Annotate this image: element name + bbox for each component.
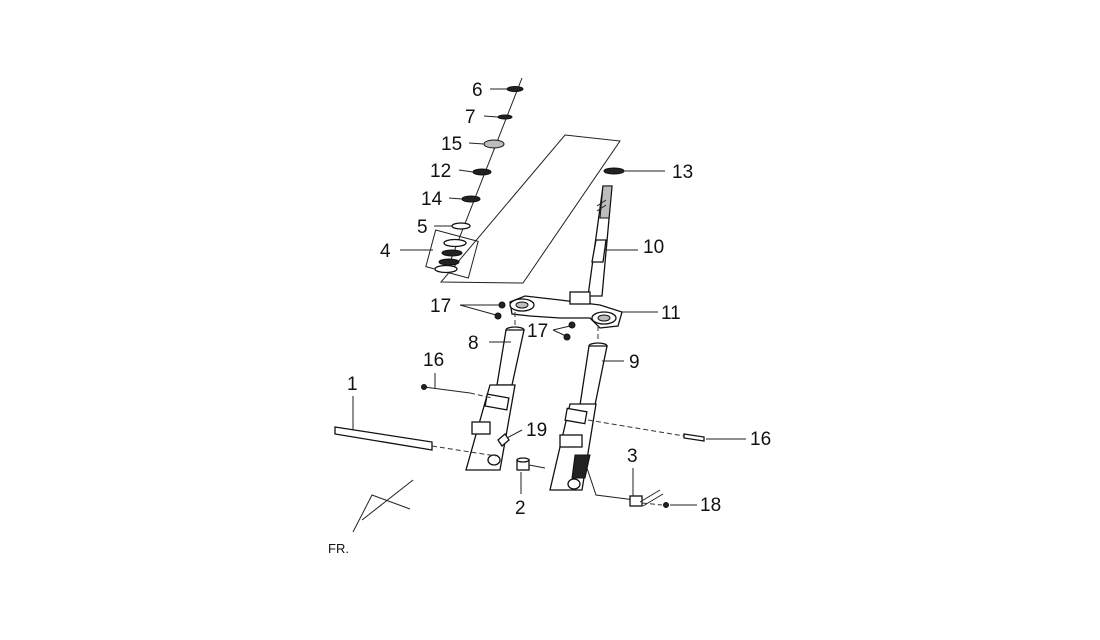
- leader-14: [448, 197, 463, 200]
- part-2-collar: [516, 457, 546, 471]
- part-17-bolts-lower: [552, 321, 576, 341]
- callout-6: 6: [472, 80, 483, 101]
- part-16-bolt-left: [421, 384, 493, 399]
- callout-17-upper: 17: [430, 296, 451, 317]
- callout-18: 18: [700, 495, 721, 516]
- callout-8: 8: [468, 333, 479, 354]
- part-10-steering-stem: [587, 185, 613, 297]
- bearing-ring-4: [434, 264, 458, 274]
- part-3-cable-guide: [584, 461, 664, 507]
- callout-9: 9: [629, 352, 640, 373]
- stem-parts-bracket: [439, 134, 621, 284]
- part-6-nut: [506, 86, 524, 92]
- callout-1: 1: [347, 374, 358, 395]
- part-9-right-fork-leg: [549, 342, 608, 491]
- part-18-screw: [641, 502, 669, 508]
- part-14-race: [461, 195, 481, 203]
- bearing-ring-3: [438, 258, 460, 266]
- callout-11: 11: [661, 303, 681, 324]
- callout-19: 19: [526, 420, 547, 441]
- front-direction-arrow-icon: [352, 479, 414, 533]
- part-5-ring: [451, 222, 471, 230]
- part-17-bolts-upper: [459, 301, 506, 320]
- callout-16-left: 16: [423, 350, 444, 371]
- callout-3: 3: [627, 446, 638, 467]
- callout-5: 5: [417, 217, 428, 238]
- leader-15: [468, 142, 485, 145]
- part-13-washer: [603, 167, 625, 175]
- callout-16-right: 16: [750, 429, 771, 450]
- bearing-ring-2: [441, 249, 463, 257]
- part-11-under-bracket: [509, 291, 623, 329]
- callout-2: 2: [515, 498, 526, 519]
- part-19-clip: [497, 433, 510, 447]
- part-1-front-axle: [334, 426, 497, 457]
- front-direction-label: FR.: [328, 541, 349, 556]
- leader-7: [483, 115, 499, 118]
- callout-13: 13: [672, 162, 693, 183]
- part-7-washer: [497, 114, 513, 120]
- callout-17-lower: 17: [527, 321, 548, 342]
- part-15-locknut: [483, 139, 505, 149]
- leader-12: [458, 169, 474, 173]
- callout-14: 14: [421, 189, 443, 210]
- part-12-race: [472, 168, 492, 176]
- callout-7: 7: [465, 107, 476, 128]
- callout-15: 15: [441, 134, 462, 155]
- bearing-ring-1: [443, 238, 467, 248]
- callout-10: 10: [643, 237, 664, 258]
- part-8-left-fork-leg: [465, 326, 525, 471]
- callout-12: 12: [430, 161, 451, 182]
- part-16-bolt-right: [587, 419, 705, 442]
- leader-19: [506, 429, 523, 439]
- callout-4: 4: [380, 241, 391, 262]
